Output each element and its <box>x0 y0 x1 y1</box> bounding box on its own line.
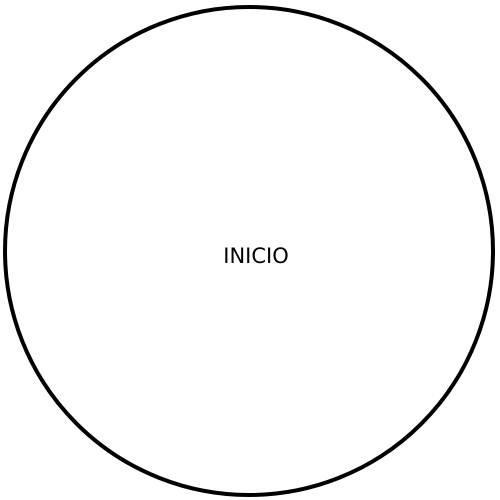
start-node-outline <box>3 5 495 497</box>
start-node-label: INICIO <box>223 244 289 268</box>
